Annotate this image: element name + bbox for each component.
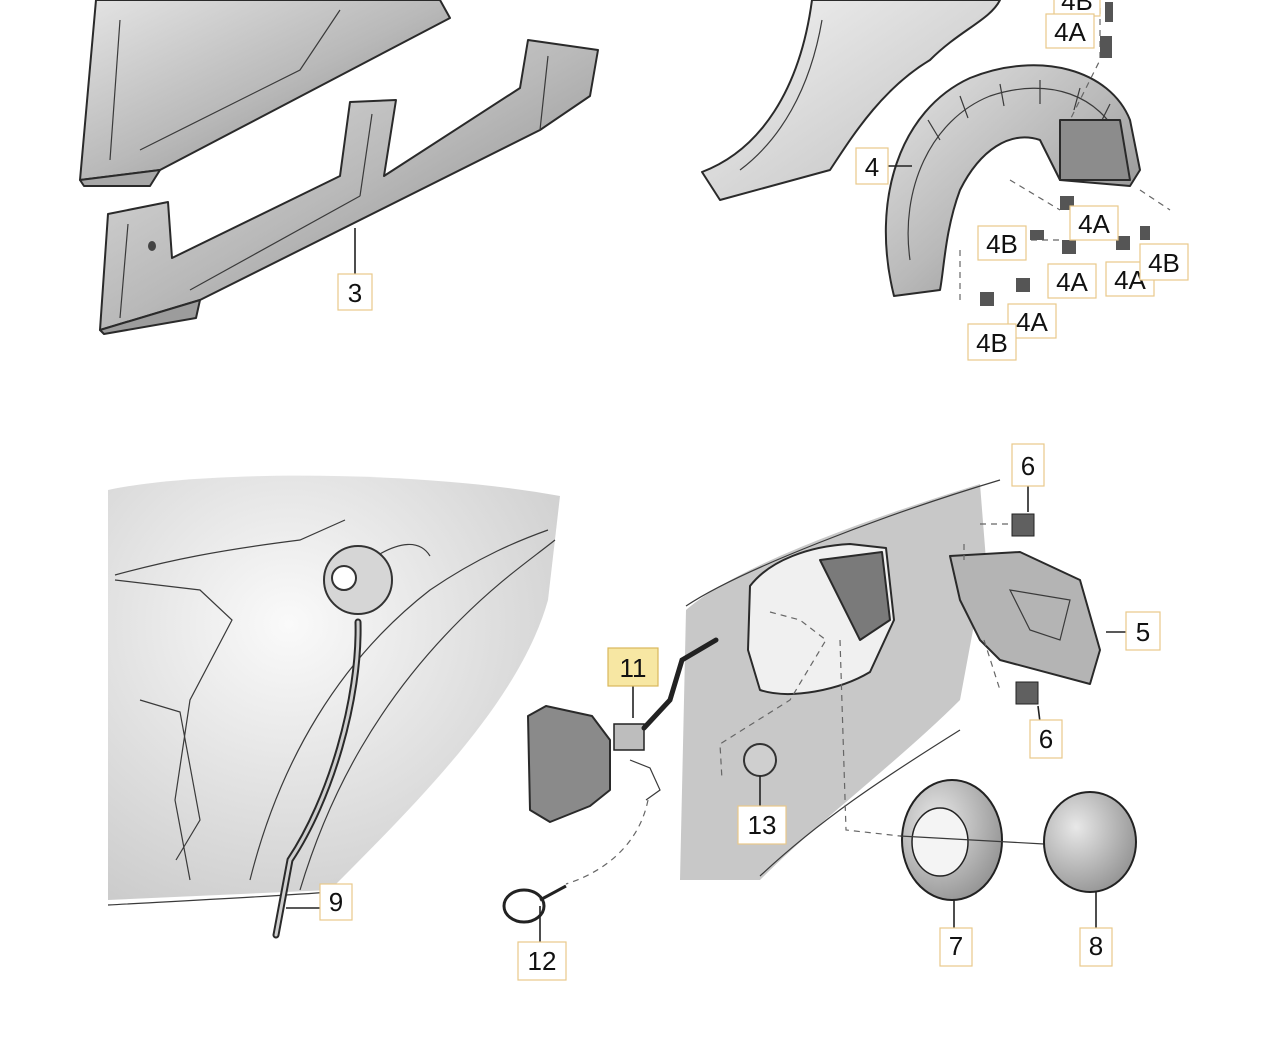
svg-text:8: 8 <box>1089 931 1103 961</box>
callout-4a-top: 4A <box>1045 13 1095 49</box>
callout-7: 7 <box>939 927 973 967</box>
callout-4b-1: 4B <box>977 225 1027 261</box>
callout-6-top: 6 <box>1011 443 1045 487</box>
callout-11: 11 <box>607 647 659 687</box>
fuel-filler-area <box>502 479 1137 924</box>
arch-fasteners <box>959 2 1171 306</box>
svg-text:4B: 4B <box>986 229 1018 259</box>
callout-9: 9 <box>319 883 353 921</box>
svg-text:4: 4 <box>865 152 879 182</box>
svg-text:4B: 4B <box>1148 248 1180 278</box>
svg-text:3: 3 <box>348 278 362 308</box>
sill-panels <box>79 0 599 335</box>
callout-4b-2: 4B <box>1139 243 1189 281</box>
callout-4a-2: 4A <box>1047 263 1097 299</box>
callout-5: 5 <box>1125 611 1161 651</box>
svg-text:5: 5 <box>1136 617 1150 647</box>
svg-text:4A: 4A <box>1016 307 1048 337</box>
svg-text:6: 6 <box>1021 451 1035 481</box>
callout-13: 13 <box>737 805 787 845</box>
wheel-arch-liner <box>701 0 1141 297</box>
callout-4b-top: 4B <box>1053 0 1101 17</box>
svg-text:6: 6 <box>1039 724 1053 754</box>
callout-12: 12 <box>517 941 567 981</box>
svg-text:4A: 4A <box>1056 267 1088 297</box>
svg-text:4B: 4B <box>1061 0 1093 16</box>
svg-text:11: 11 <box>620 653 647 683</box>
svg-text:12: 12 <box>528 946 557 976</box>
callout-6-bottom: 6 <box>1029 719 1063 759</box>
svg-text:9: 9 <box>329 887 343 917</box>
callout-4b-3: 4B <box>967 323 1017 361</box>
svg-text:4A: 4A <box>1054 17 1086 47</box>
svg-text:13: 13 <box>748 810 777 840</box>
callout-4: 4 <box>855 147 889 185</box>
svg-text:4B: 4B <box>976 328 1008 358</box>
callout-8: 8 <box>1079 927 1113 967</box>
svg-text:4A: 4A <box>1078 209 1110 239</box>
rear-quarter-panel <box>107 475 560 939</box>
callout-4a-1: 4A <box>1069 205 1119 241</box>
svg-text:7: 7 <box>949 931 963 961</box>
callout-3: 3 <box>337 273 373 311</box>
leader-lines <box>286 165 1126 946</box>
